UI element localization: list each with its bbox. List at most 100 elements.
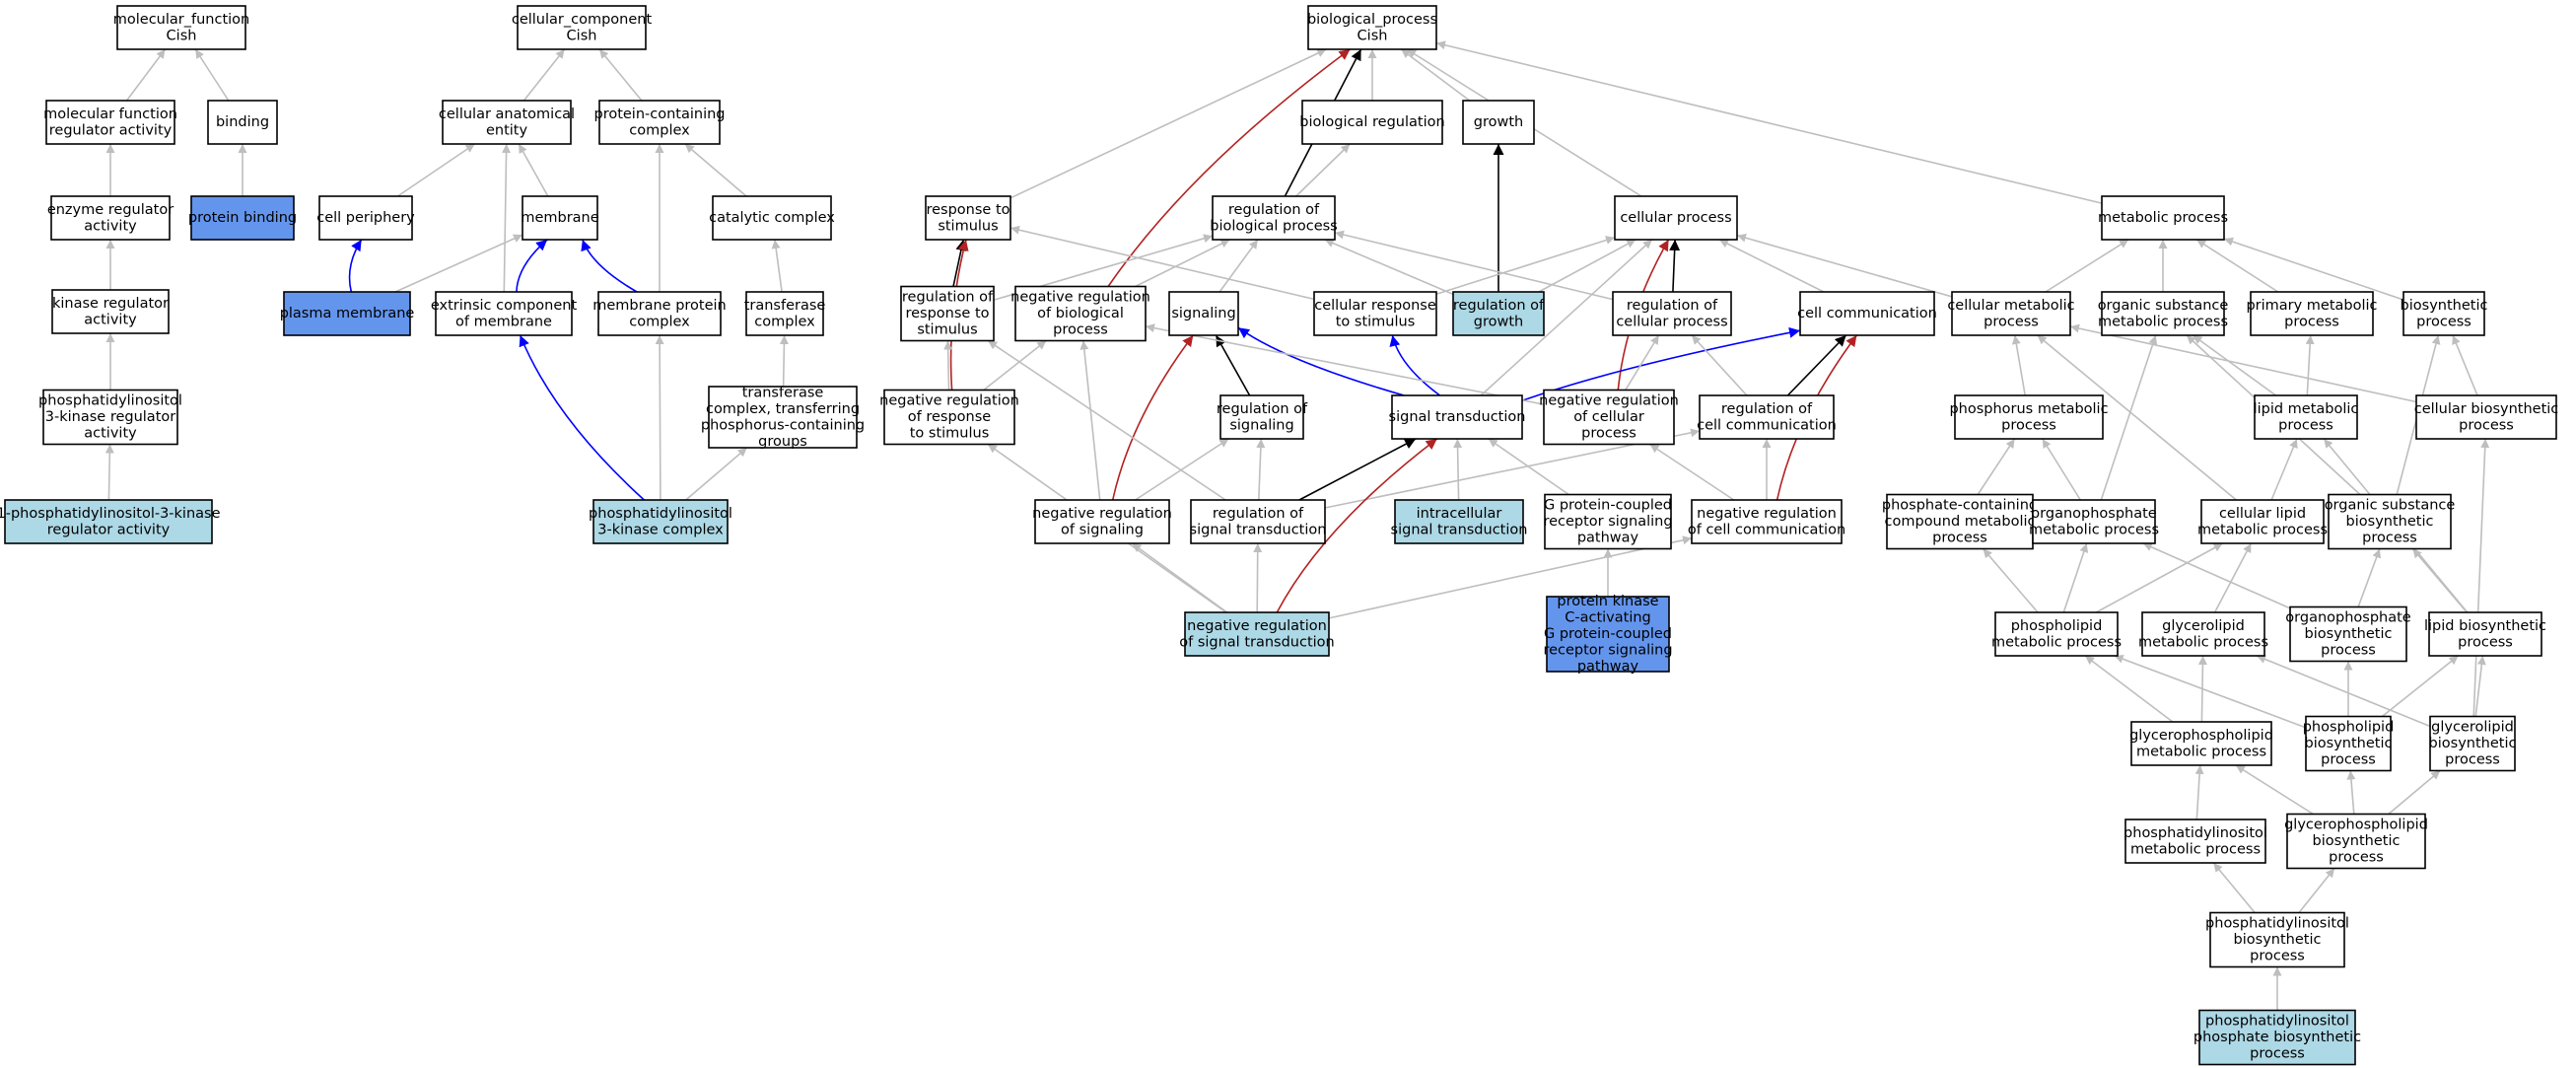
node-cperi[interactable]: cell periphery (316, 195, 415, 241)
edge-rcc-to-cc2 (1786, 334, 1847, 396)
node-pi3kra1[interactable]: 1-phosphatidylinositol-3-kinaseregulator… (0, 499, 221, 544)
node-label: cellular response (1314, 298, 1436, 314)
node-box (2429, 715, 2516, 772)
edge-gplbp-to-glbp (2388, 769, 2441, 816)
edge-st-to-cp (1480, 239, 1653, 396)
edge-nrrs-to-nrbp (983, 339, 1047, 392)
edge-nrst-to-nrcc (1328, 535, 1693, 619)
node-label: biosynthetic (2401, 298, 2488, 314)
node-breg[interactable]: biological regulation (1299, 100, 1445, 145)
edge-cmp-to-cp (1736, 233, 1953, 298)
node-label: process (1053, 322, 1108, 338)
node-sig[interactable]: signaling (1168, 291, 1239, 336)
edge-clmp-to-lmp (2270, 438, 2298, 501)
node-membrane[interactable]: membrane (521, 195, 599, 241)
edge-gplmp-to-plmp (2084, 655, 2174, 723)
node-label: biological regulation (1299, 114, 1444, 130)
node-label: process (2001, 417, 2056, 433)
node-label: phospholipid (2303, 720, 2395, 736)
node-catc[interactable]: catalytic complex (709, 195, 835, 241)
node-pm[interactable]: plasma membrane (280, 291, 415, 336)
node-mp[interactable]: metabolic process (2098, 195, 2228, 241)
node-cp[interactable]: cellular process (1614, 195, 1738, 241)
edge-rst-to-rrs (987, 339, 1226, 501)
node-growth[interactable]: growth (1462, 100, 1535, 145)
node-label: response to (926, 202, 1010, 218)
node-binding[interactable]: binding (207, 100, 278, 145)
node-box (2209, 911, 2345, 968)
node-label: extrinsic component (431, 298, 578, 314)
node-label: Cish (167, 28, 197, 43)
node-box (42, 389, 178, 446)
node-cc2[interactable]: cell communication (1797, 291, 1937, 336)
node-label: intracellular (1417, 506, 1502, 522)
node-pbind[interactable]: protein binding (188, 195, 297, 241)
node-label: of signal transduction (1179, 634, 1335, 650)
edge-plmp-to-opmp (2062, 542, 2089, 613)
node-box (1452, 291, 1545, 336)
node-label: cellular_component (512, 12, 653, 28)
node-label: process (2250, 1046, 2305, 1062)
node-label: of membrane (455, 314, 552, 329)
node-st[interactable]: signal transduction (1389, 394, 1526, 440)
node-box (283, 291, 411, 336)
edge-rcp-to-rbp (1334, 230, 1614, 301)
node-label: response to (905, 306, 989, 321)
edge-rcc-to-rcp (1691, 334, 1748, 396)
